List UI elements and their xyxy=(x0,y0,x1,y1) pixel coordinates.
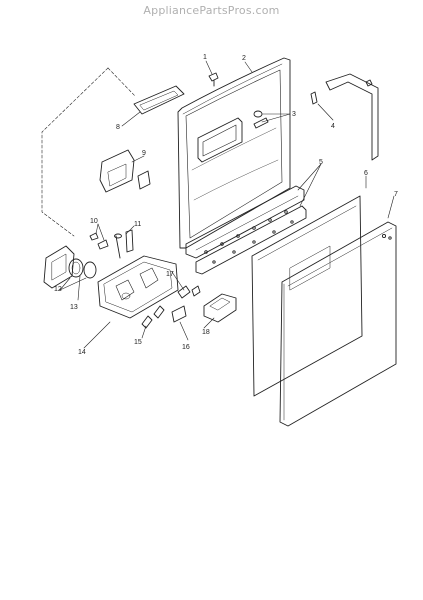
callout-5: 5 xyxy=(319,159,323,166)
callout-10: 10 xyxy=(90,218,98,225)
callout-7: 7 xyxy=(394,191,398,198)
assembly-guide-lines xyxy=(41,67,136,237)
actuator-part xyxy=(177,285,201,299)
inner-door-panel-part xyxy=(177,57,307,275)
callout-11: 11 xyxy=(134,221,141,228)
callout-4: 4 xyxy=(331,123,335,130)
outer-door-panel-part xyxy=(279,221,397,427)
callout-13: 13 xyxy=(70,304,78,311)
site-watermark: AppliancePartsPros.com xyxy=(143,4,280,17)
callout-16: 16 xyxy=(182,344,190,351)
screw-part xyxy=(208,72,219,87)
door-insulation-panel-part xyxy=(251,195,363,397)
callout-labels: 1 2 3 4 5 6 7 8 9 10 11 12 13 14 15 16 1… xyxy=(54,54,398,356)
callout-8: 8 xyxy=(116,124,120,131)
callout-12: 12 xyxy=(54,286,62,293)
spring-part xyxy=(141,305,165,329)
callout-2: 2 xyxy=(242,55,246,62)
spring-pin-part xyxy=(89,229,134,259)
detergent-cover-part xyxy=(99,149,151,193)
callout-leader-lines xyxy=(59,60,395,349)
callout-18: 18 xyxy=(202,329,210,336)
seal-ring-part xyxy=(68,258,97,279)
dispenser-housing-part xyxy=(97,255,179,319)
hinge-arm-part xyxy=(310,73,379,161)
callout-3: 3 xyxy=(292,111,296,118)
callout-6: 6 xyxy=(364,170,368,177)
callout-9: 9 xyxy=(142,150,146,157)
latch-part xyxy=(253,110,269,129)
dispenser-gasket-part xyxy=(133,85,185,115)
door-latch-part xyxy=(203,293,237,323)
callout-1: 1 xyxy=(203,54,207,61)
lever-part xyxy=(171,305,187,323)
housing-gasket-part xyxy=(43,245,75,289)
callout-15: 15 xyxy=(134,339,142,346)
callout-14: 14 xyxy=(78,349,86,356)
callout-17: 17 xyxy=(166,271,174,278)
